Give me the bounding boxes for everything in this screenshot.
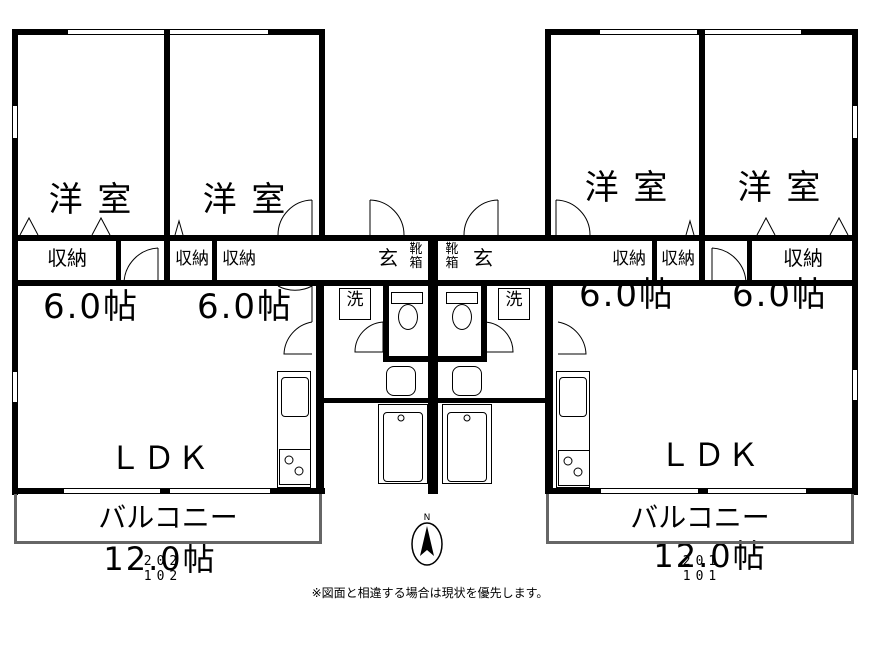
toilet (391, 292, 423, 304)
wall (383, 356, 431, 362)
wall (747, 235, 752, 285)
window (170, 488, 270, 494)
room-name: 洋 室 (737, 168, 823, 209)
upper-unit-number: 201 (682, 554, 722, 569)
wall (438, 398, 545, 403)
toilet-bowl (452, 304, 472, 330)
compass-label: N (424, 513, 431, 523)
wall (652, 235, 657, 285)
wall (545, 488, 858, 494)
wall (428, 235, 440, 241)
western-room-label: 洋 室 6.0帖 (176, 112, 314, 398)
room-size: 6.0帖 (42, 287, 140, 328)
washer-label: 洗 (346, 290, 364, 310)
room-size: 6.0帖 (196, 287, 294, 328)
window (852, 370, 858, 400)
window (170, 29, 268, 35)
washer (498, 288, 530, 320)
window (601, 488, 698, 494)
washbasin (452, 366, 482, 396)
room-name: 洋 室 (584, 168, 670, 209)
balcony-label: バルコニー (630, 501, 770, 534)
lower-unit-number: 101 (682, 568, 722, 584)
window (705, 29, 801, 35)
upper-unit-number: 202 (143, 554, 183, 569)
balcony (546, 494, 854, 544)
sink (559, 377, 587, 417)
wall (699, 29, 705, 286)
window (12, 372, 18, 402)
washer (339, 288, 371, 320)
shoe-box-label: 靴 箱 (409, 242, 423, 272)
wall (545, 29, 551, 239)
wall (852, 29, 858, 495)
room-size: 12.0帖 (103, 539, 217, 578)
wall (319, 29, 325, 239)
sink (281, 377, 309, 417)
wall (438, 356, 486, 362)
entrance-label: 玄 (378, 246, 398, 270)
wall (545, 280, 553, 494)
room-name: ＬＤＫ (108, 439, 211, 478)
room-size: 12.0帖 (653, 536, 767, 575)
room-name: ＬＤＫ (658, 436, 761, 475)
room-name: 洋 室 (48, 180, 134, 221)
ldk-label: ＬＤＫ 12.0帖 (640, 372, 780, 641)
closet-label: 収納 (175, 249, 209, 269)
bathtub-inner (447, 412, 487, 482)
entrance-label: 玄 (473, 246, 493, 270)
western-room-label: 洋 室 6.0帖 (712, 100, 848, 386)
balcony (14, 494, 322, 544)
washer-label: 洗 (505, 290, 523, 310)
toilet-bowl (398, 304, 418, 330)
wall (212, 235, 217, 285)
unit-number: 202 102 (133, 554, 193, 585)
unit-number: 201 101 (672, 554, 732, 585)
window (64, 488, 160, 494)
wall (316, 280, 324, 494)
wall (12, 280, 432, 286)
compass: N (405, 510, 449, 570)
bathtub-inner (383, 412, 423, 482)
window (68, 29, 164, 35)
balcony-label: バルコニー (98, 501, 238, 534)
window (12, 106, 18, 138)
closet-label: 収納 (222, 249, 256, 269)
toilet (446, 292, 478, 304)
wall (481, 280, 487, 362)
shoe-box-label: 靴 箱 (445, 242, 459, 272)
room-size: 6.0帖 (578, 275, 676, 316)
stove (558, 450, 590, 486)
wall (116, 235, 121, 285)
north-arrow-icon: N (411, 513, 443, 566)
wall (383, 280, 389, 362)
closet-label: 収納 (661, 249, 695, 269)
room-size: 6.0帖 (731, 275, 829, 316)
wall (12, 235, 432, 241)
washbasin (386, 366, 416, 396)
western-room-label: 洋 室 6.0帖 (24, 112, 158, 398)
wall (438, 235, 858, 241)
window (708, 488, 806, 494)
wall (12, 488, 325, 494)
window (852, 106, 858, 138)
room-name: 洋 室 (202, 180, 288, 221)
wall (12, 29, 18, 495)
stove (279, 449, 311, 485)
wall (428, 235, 438, 494)
wall (438, 280, 858, 286)
western-room-label: 洋 室 6.0帖 (558, 100, 696, 386)
closet-label: 収納 (612, 249, 646, 269)
closet-label: 収納 (783, 246, 823, 270)
floor-plan: 洋 室 6.0帖 洋 室 6.0帖 収納 収納 収納 玄 靴 箱 洗 ＬＤＫ 1… (12, 29, 858, 600)
wall (324, 398, 431, 403)
window (600, 29, 697, 35)
wall (164, 29, 170, 286)
ldk-label: ＬＤＫ 12.0帖 (90, 375, 230, 644)
lower-unit-number: 102 (143, 568, 183, 584)
disclaimer: ※図面と相違する場合は現状を優先します。 (311, 586, 549, 600)
closet-label: 収納 (47, 246, 87, 270)
